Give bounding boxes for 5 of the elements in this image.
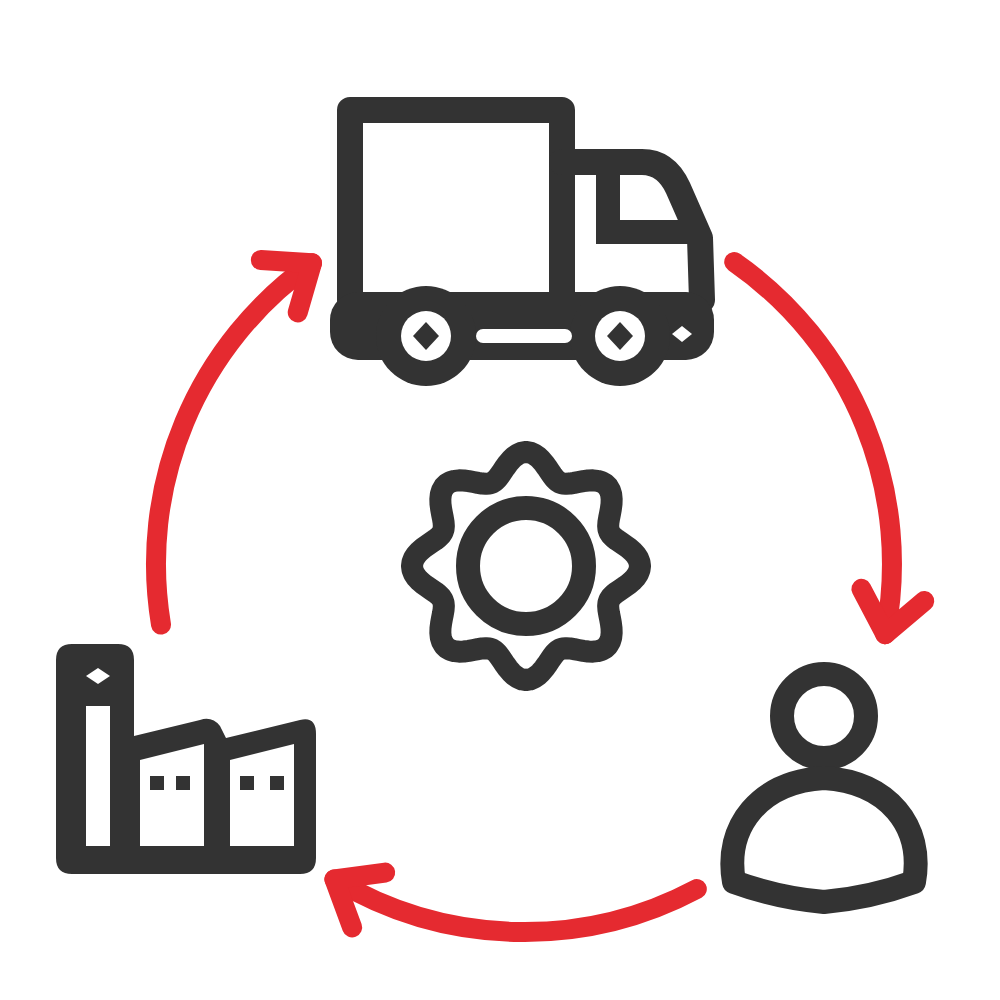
arrow (724, 252, 933, 645)
arrow (146, 253, 322, 635)
arrow (324, 859, 707, 942)
factory-icon (52, 640, 320, 878)
truck-icon (326, 92, 720, 390)
